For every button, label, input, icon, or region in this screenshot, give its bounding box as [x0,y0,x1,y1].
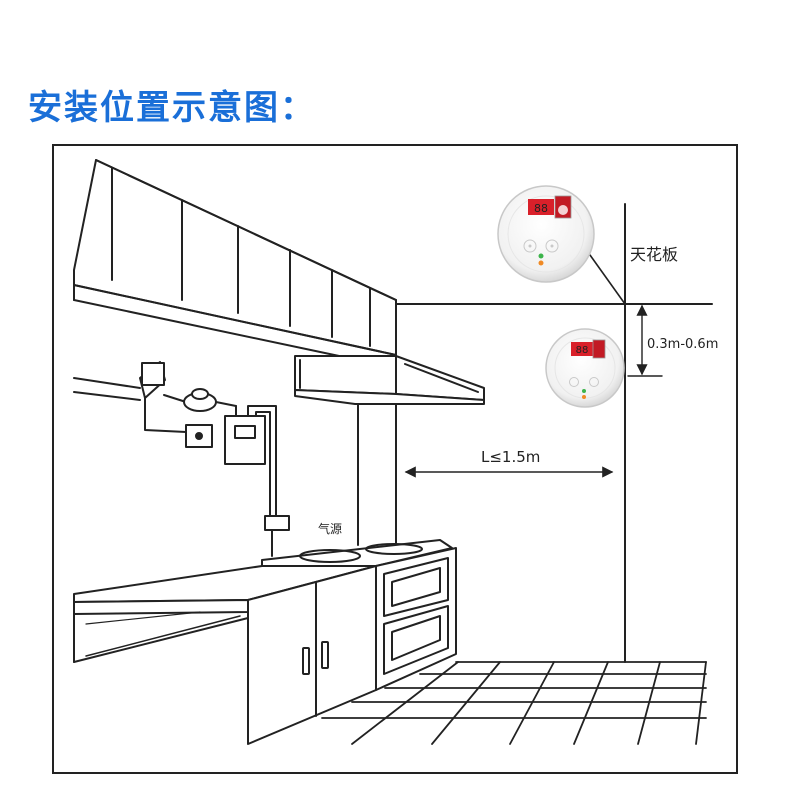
base-cabinets [247,547,457,745]
status-led-green [538,253,544,259]
page-title: 安装位置示意图： [28,88,316,128]
gas-source-label: 气源 [318,521,342,536]
status-led-green [582,389,586,393]
status-led-orange [538,260,544,266]
detector-display-digits: 88 [576,345,589,356]
upper-cabinets [73,159,397,369]
ceiling-label: 天花板 [630,245,678,264]
detector-display [571,342,593,356]
status-led-orange [582,395,586,399]
gas-pipeline [73,361,290,557]
vertical-dimension [627,304,663,377]
range-hood [294,355,485,405]
speaker-grille-icon [523,239,559,253]
speaker-grille-icon [569,377,599,387]
warning-label-icon [592,339,606,359]
floor-tiles [321,661,707,745]
diagram-frame [52,144,738,774]
room-walls [357,203,713,663]
ceiling-gas-detector: 88 [497,185,595,283]
horizontal-distance-label: L≤1.5m [481,448,540,466]
wall-gas-detector: 88 [545,328,625,408]
vertical-distance-label: 0.3m-0.6m [647,337,718,352]
detector-display [528,199,554,215]
detector-display-digits: 88 [534,202,548,215]
